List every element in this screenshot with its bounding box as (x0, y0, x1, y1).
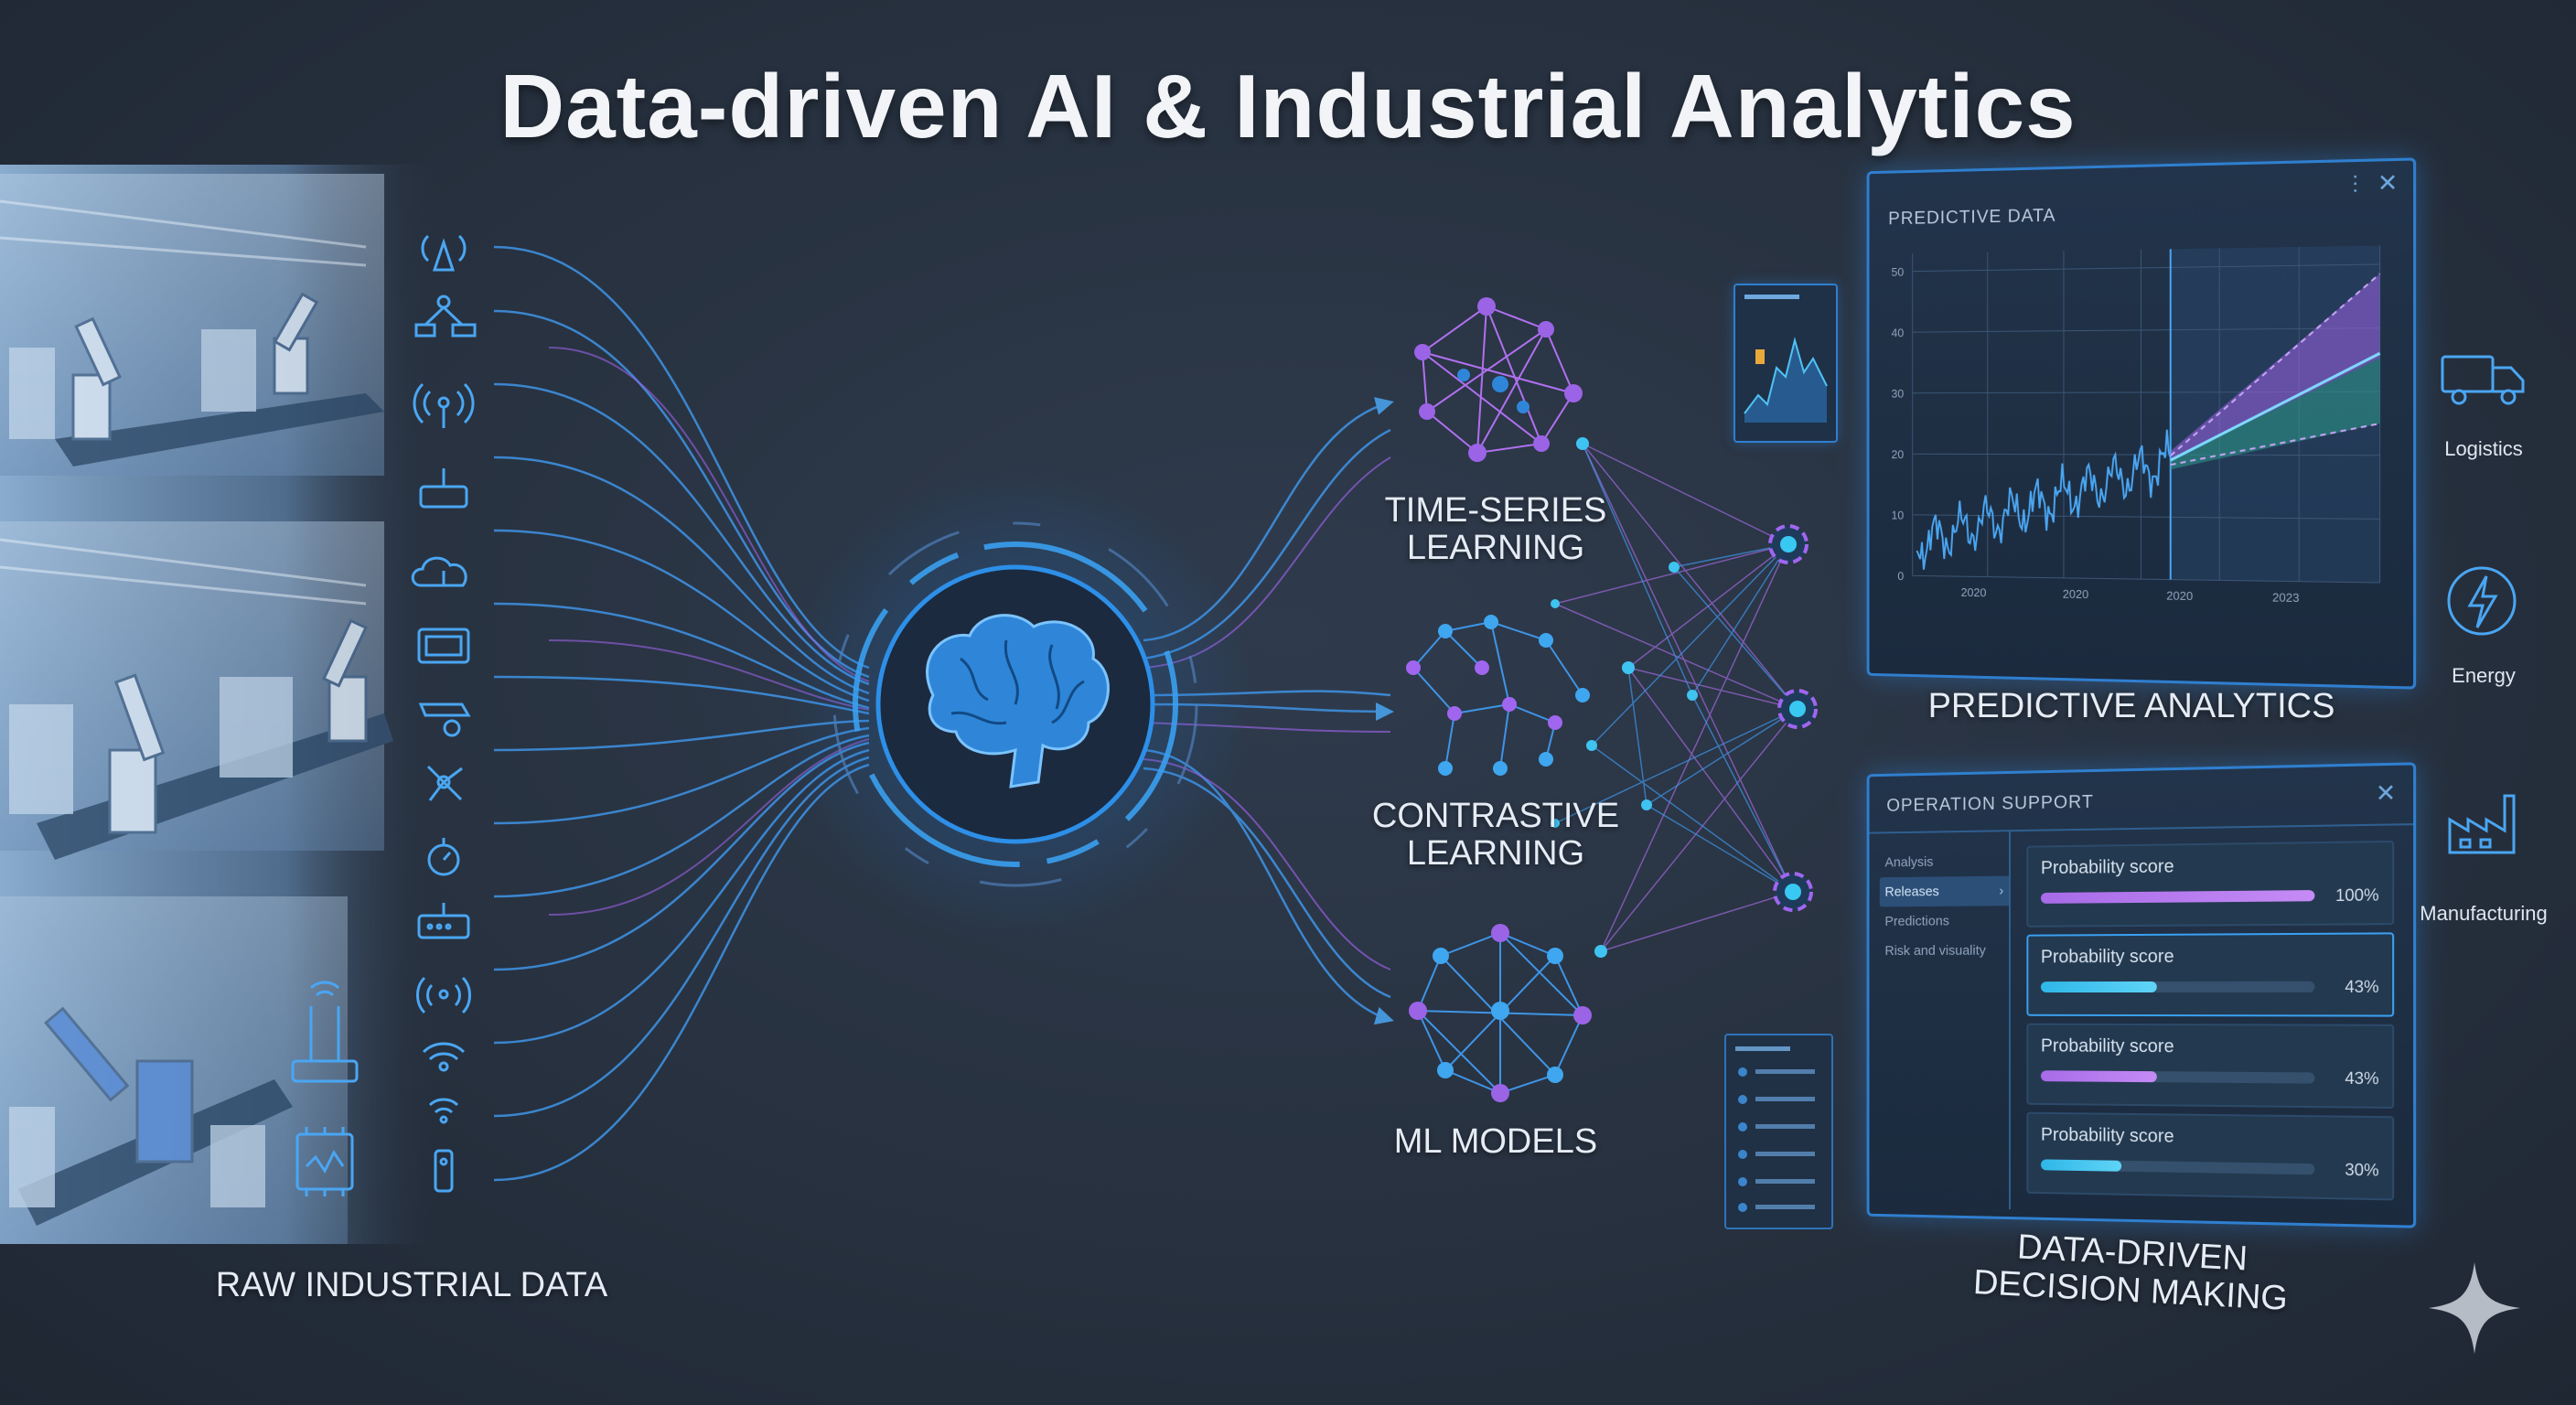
antenna-icon (421, 234, 467, 272)
time-series-label: TIME-SERIES LEARNING (1326, 491, 1665, 568)
contrastive-label: CONTRASTIVE LEARNING (1326, 797, 1665, 874)
signal-icon (416, 976, 471, 1014)
probability-score-fill (2040, 1070, 2157, 1083)
decision-support-panel: OPERATION SUPPORT ✕ Analysis Releases › … (1866, 762, 2417, 1228)
chip-icon (295, 1127, 354, 1196)
probability-score-value: 43% (2345, 977, 2379, 997)
predictive-chart-title: PREDICTIVE DATA (1888, 205, 2056, 230)
y-tick-label: 20 (1892, 447, 1905, 461)
camera-icon (418, 702, 471, 737)
close-icon[interactable]: ✕ (2375, 778, 2397, 808)
y-tick-label: 30 (1892, 387, 1905, 401)
x-tick-label: 2023 (2272, 590, 2299, 605)
probability-score-bar (2040, 1070, 2315, 1084)
contrastive-network-icon (1406, 615, 1590, 776)
decision-menu: Analysis Releases › Predictions Risk and… (1879, 846, 2011, 966)
sensor-icon-column (411, 234, 477, 1193)
menu-item-analysis[interactable]: Analysis (1884, 854, 1934, 871)
probability-score-fill (2040, 890, 2315, 904)
probability-score-label: Probability score (2040, 856, 2174, 879)
probability-score-card[interactable]: Probability score 43% (2026, 1023, 2395, 1110)
menu-item-releases[interactable]: Releases › (1879, 875, 2011, 907)
mini-chart-card (1733, 284, 1838, 443)
factory-photo-collage (0, 165, 439, 1244)
probability-score-label: Probability score (2040, 1124, 2174, 1147)
contrastive-label-line1: CONTRASTIVE (1371, 797, 1620, 835)
sparkle-icon (2429, 1262, 2520, 1354)
predictive-analytics-label: PREDICTIVE ANALYTICS (1927, 687, 2335, 725)
menu-item-releases-label: Releases (1884, 884, 1939, 900)
forecast-band-lower (2170, 358, 2380, 471)
probability-score-card[interactable]: Probability score 43% (2026, 932, 2395, 1017)
time-series-network-icon (1414, 297, 1583, 462)
more-options-icon[interactable]: ⋮ (2345, 170, 2367, 196)
historical-series-line (1916, 430, 2170, 574)
predictive-data-panel: ✕ ⋮ PREDICTIVE DATA 50 40 30 20 10 0 2020 2020 2… (1866, 157, 2417, 690)
time-series-label-line1: TIME-SERIES (1384, 491, 1607, 530)
menu-item-risk[interactable]: Risk and visuality (1884, 942, 1986, 959)
x-tick-label: 2020 (2063, 587, 2088, 602)
chevron-right-icon: › (1999, 883, 2004, 899)
gateway-icon (417, 903, 470, 939)
wifi-icon-small (428, 1098, 459, 1124)
robot-arm-icon (414, 295, 477, 338)
industry-manufacturing-label: Manufacturing (2420, 902, 2548, 925)
close-icon[interactable]: ✕ (2377, 168, 2399, 198)
wifi-icon (422, 1042, 466, 1072)
predictive-line-chart: 50 40 30 20 10 0 2020 2020 2020 2023 (1892, 227, 2394, 605)
access-point-icon (291, 981, 359, 1083)
output-nodes (1768, 524, 1818, 912)
cloud-icon (411, 556, 467, 587)
menu-item-predictions[interactable]: Predictions (1884, 913, 1949, 929)
x-tick-label: 2020 (1961, 585, 1987, 599)
truck-icon (2441, 355, 2525, 405)
y-tick-label: 40 (1892, 326, 1905, 339)
probability-score-fill (2040, 981, 2157, 993)
x-tick-label: 2020 (2166, 588, 2193, 603)
probability-score-card[interactable]: Probability score 100% (2026, 840, 2395, 928)
industry-logistics-label: Logistics (2444, 437, 2523, 460)
probability-score-bar (2040, 890, 2315, 904)
stopwatch-icon (427, 838, 460, 876)
y-tick-label: 50 (1892, 265, 1905, 279)
industry-energy-label: Energy (2452, 664, 2516, 687)
ml-models-label-line1: ML MODELS (1393, 1122, 1598, 1161)
forecast-band-upper (2170, 273, 2380, 461)
factory-icon (2448, 794, 2516, 854)
y-tick-label: 10 (1892, 509, 1905, 522)
page-title: Data-driven AI & Industrial Analytics (499, 56, 2077, 156)
ml-models-network-icon (1409, 924, 1592, 1102)
meter-icon (417, 627, 470, 664)
raw-data-label: RAW INDUSTRIAL DATA (215, 1266, 608, 1304)
probability-score-fill (2040, 1159, 2122, 1172)
probability-score-bar (2040, 1159, 2315, 1175)
probability-score-card[interactable]: Probability score 30% (2026, 1111, 2395, 1201)
probability-score-label: Probability score (2040, 1035, 2174, 1057)
y-tick-label: 0 (1897, 569, 1904, 583)
extra-device-icons (291, 981, 359, 1196)
probability-score-bar (2040, 981, 2315, 993)
energy-bolt-icon (2447, 566, 2517, 636)
ml-models-label: ML MODELS (1326, 1122, 1665, 1161)
time-series-label-line2: LEARNING (1406, 529, 1585, 568)
probability-score-value: 43% (2345, 1068, 2379, 1089)
network-node-icon (426, 765, 463, 801)
sensor-device-icon (434, 1149, 454, 1193)
decision-panel-title: OPERATION SUPPORT (1886, 791, 2094, 816)
mini-list-card (1724, 1034, 1833, 1229)
probability-score-list: Probability score 100% Probability score 43… (2026, 840, 2395, 1208)
brain-icon (926, 614, 1110, 788)
probability-score-value: 100% (2335, 885, 2379, 906)
probability-score-label: Probability score (2040, 946, 2174, 968)
contrastive-label-line2: LEARNING (1406, 834, 1585, 874)
router-icon (419, 468, 468, 509)
probability-score-value: 30% (2345, 1160, 2379, 1180)
wireless-icon (413, 382, 475, 428)
